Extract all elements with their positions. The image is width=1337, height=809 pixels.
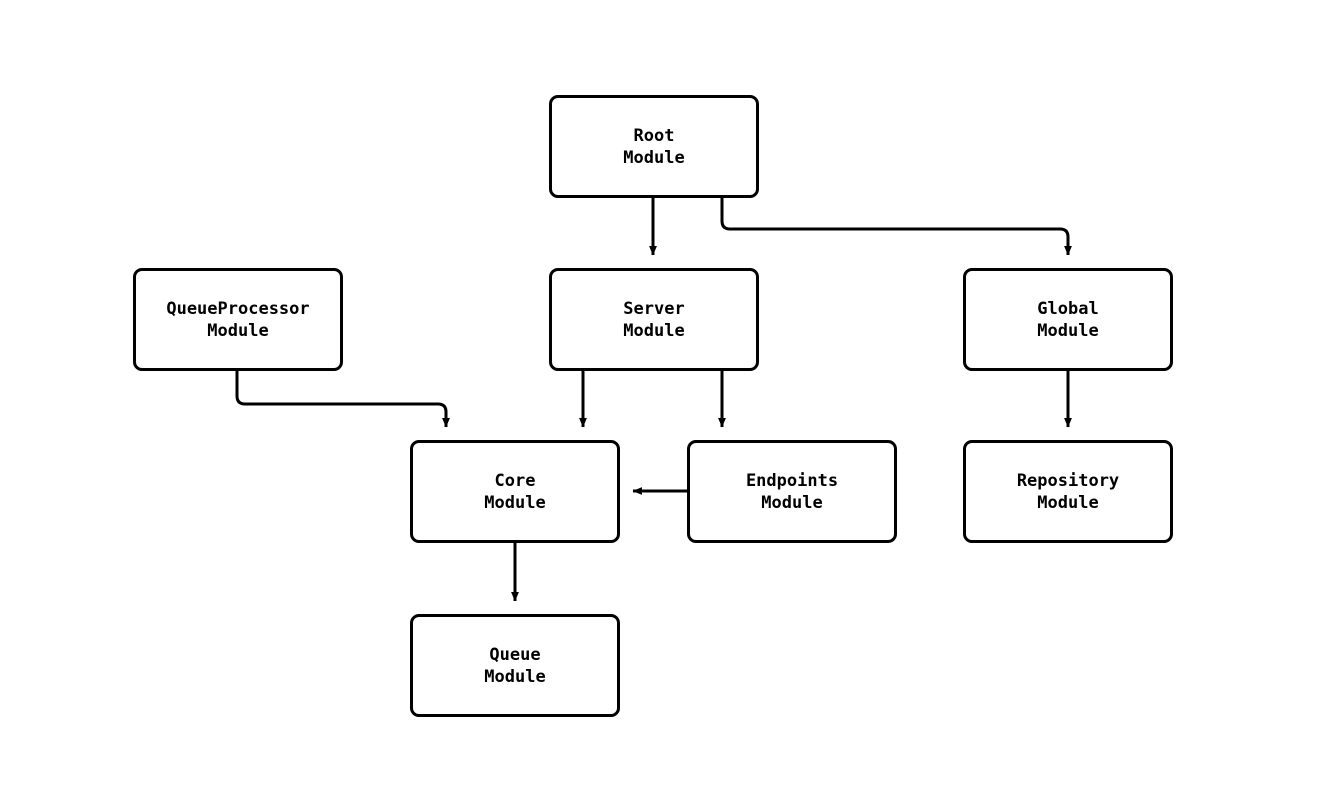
- node-server[interactable]: Server Module: [549, 268, 759, 371]
- node-global[interactable]: Global Module: [963, 268, 1173, 371]
- node-queueprocessor[interactable]: QueueProcessor Module: [133, 268, 343, 371]
- edge-queueprocessor-to-core: [235, 371, 450, 428]
- node-label-endpoints: Endpoints Module: [745, 470, 839, 513]
- edge-root-to-global: [720, 198, 1072, 256]
- node-label-queue: Queue Module: [484, 644, 546, 687]
- node-queue[interactable]: Queue Module: [410, 614, 620, 717]
- node-label-repository: Repository Module: [1016, 470, 1120, 513]
- node-label-core: Core Module: [484, 470, 546, 513]
- node-core[interactable]: Core Module: [410, 440, 620, 543]
- node-endpoints[interactable]: Endpoints Module: [687, 440, 897, 543]
- node-label-server: Server Module: [623, 298, 685, 341]
- node-root[interactable]: Root Module: [549, 95, 759, 198]
- node-repository[interactable]: Repository Module: [963, 440, 1173, 543]
- node-label-queueprocessor: QueueProcessor Module: [166, 298, 310, 341]
- node-label-root: Root Module: [623, 125, 685, 168]
- node-label-global: Global Module: [1037, 298, 1099, 341]
